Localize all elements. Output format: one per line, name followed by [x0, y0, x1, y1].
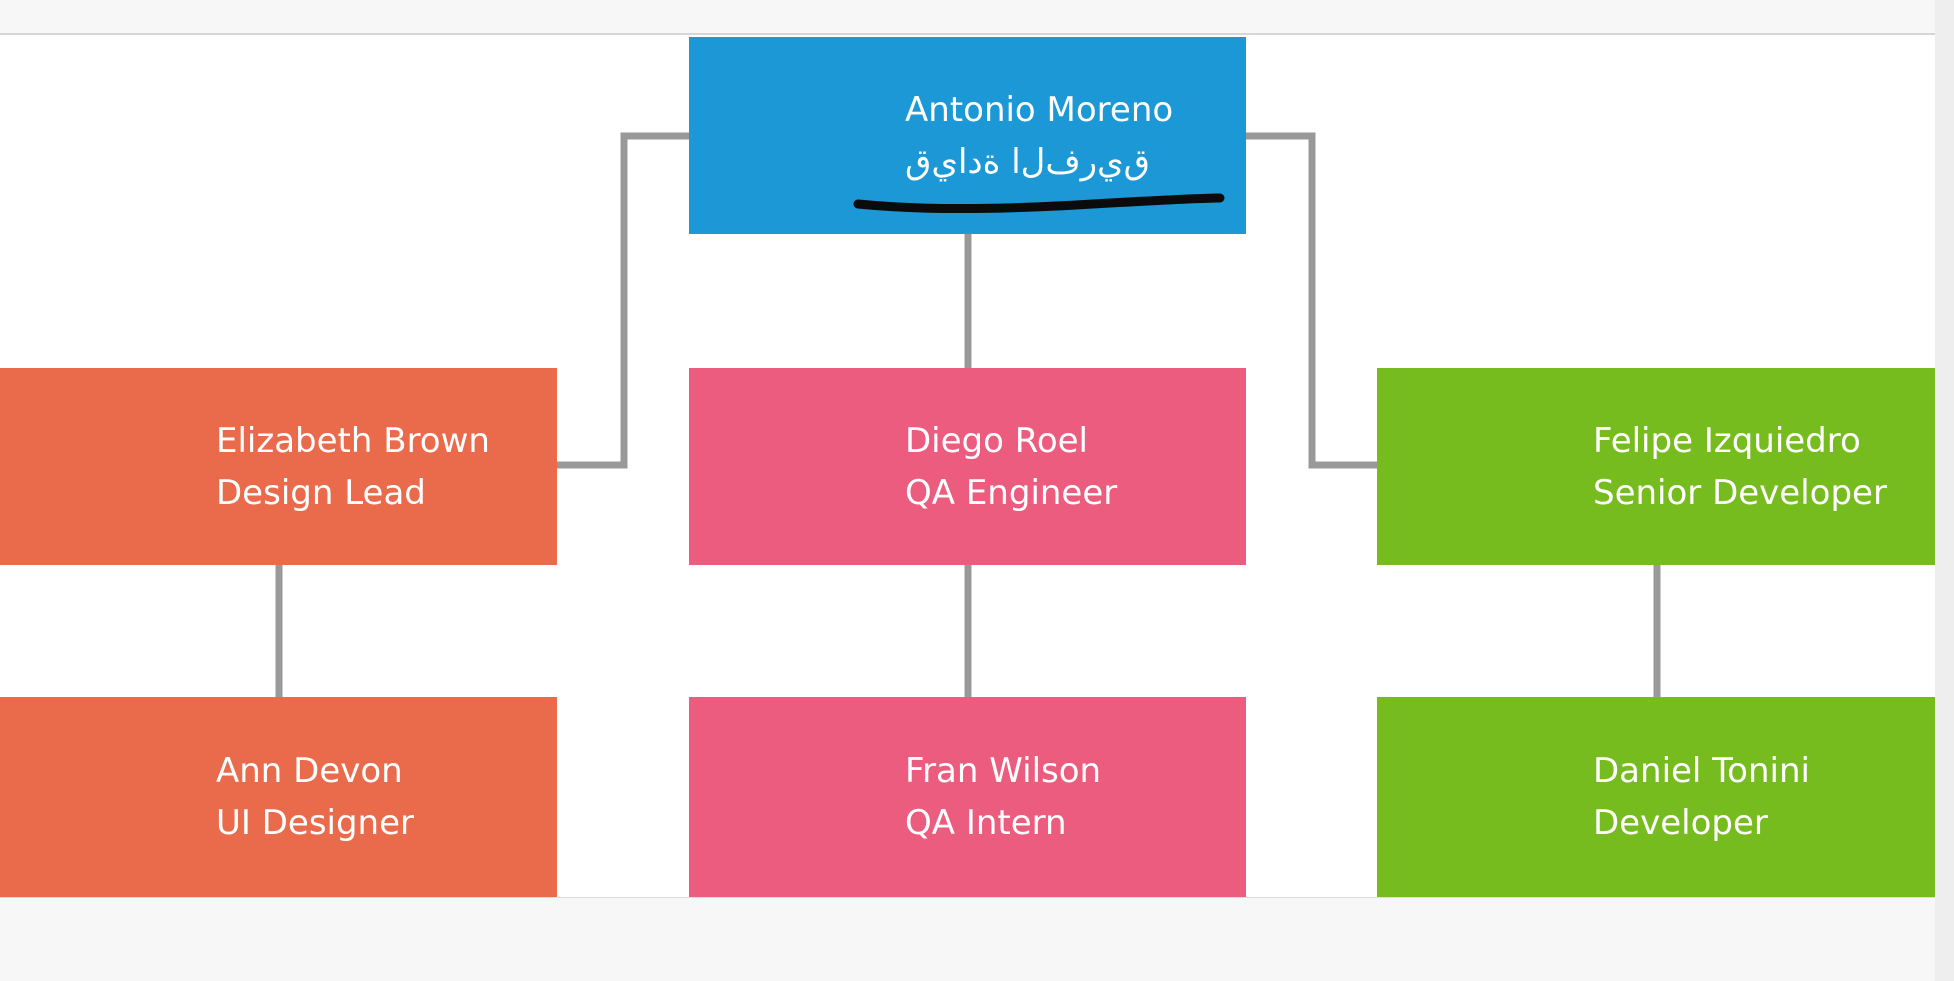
node-title-label: Developer: [1593, 803, 1768, 843]
org-node-daniel[interactable]: Daniel Tonini Developer: [1377, 697, 1935, 897]
right-gutter: [1935, 0, 1954, 981]
node-title-label: UI Designer: [216, 803, 415, 843]
org-node-diego[interactable]: Diego Roel QA Engineer: [689, 368, 1246, 565]
node-name-label: Diego Roel: [905, 420, 1088, 461]
node-name-label: Elizabeth Brown: [216, 420, 490, 461]
node-name-label: Ann Devon: [216, 751, 403, 791]
node-name-label: Fran Wilson: [905, 751, 1102, 791]
org-node-felipe[interactable]: Felipe Izquiedro Senior Developer: [1377, 368, 1935, 565]
node-title-label: Design Lead: [216, 472, 426, 513]
node-name-label: Antonio Moreno: [905, 89, 1174, 130]
node-name-label: Daniel Tonini: [1593, 751, 1810, 791]
org-node-antonio[interactable]: Antonio Moreno ق‌ي‌ا‌د‌ة ا‌ل‌ف‌ر‌ي‌ق: [689, 37, 1246, 234]
node-title-label: QA Engineer: [905, 472, 1118, 513]
org-node-fran[interactable]: Fran Wilson QA Intern: [689, 697, 1246, 897]
org-node-ann[interactable]: Ann Devon UI Designer: [0, 697, 557, 897]
node-title-label: ق‌ي‌ا‌د‌ة ا‌ل‌ف‌ر‌ي‌ق: [905, 141, 1151, 182]
node-title-label: QA Intern: [905, 803, 1067, 843]
node-title-label: Senior Developer: [1593, 472, 1887, 513]
top-strip: [0, 0, 1935, 35]
node-name-label: Felipe Izquiedro: [1593, 420, 1861, 461]
org-node-elizabeth[interactable]: Elizabeth Brown Design Lead: [0, 368, 557, 565]
